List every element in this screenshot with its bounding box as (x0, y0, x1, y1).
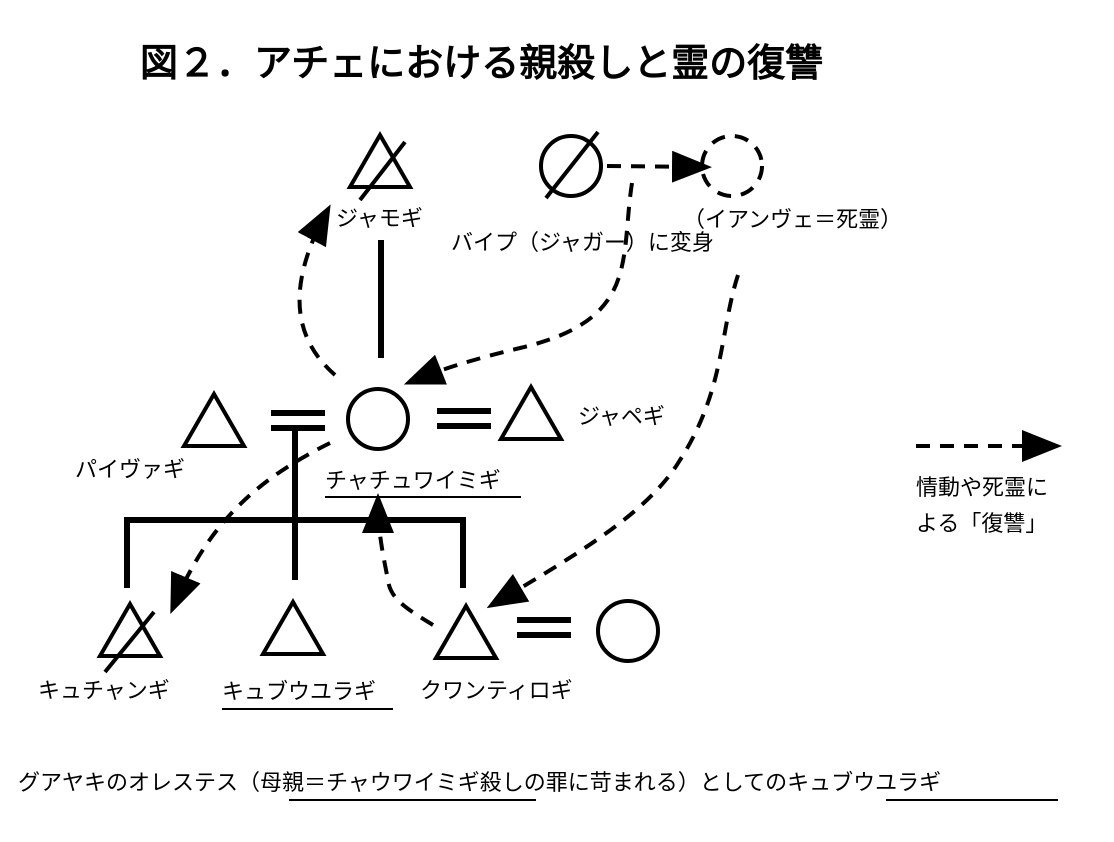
jyapegi-symbol (497, 382, 565, 441)
chachuwaimigi-symbol (346, 387, 410, 451)
kuwantirogi-symbol (432, 601, 500, 660)
paivuagi-symbol (180, 389, 248, 448)
ianvue-symbol (700, 134, 764, 198)
kyubuuyuragi-label: キュブウユラギ (222, 680, 376, 705)
baipu-label: バイプ（ジャガー）に変身 (451, 231, 714, 256)
caption-part3: 殺しの罪に苛まれる）としての (480, 771, 787, 796)
legend-line1: 情動や死霊に (916, 476, 1048, 501)
ianvue-label: （イアンヴェ＝死霊） (683, 208, 902, 233)
legend: 情動や死霊に よる「復讐」 (916, 430, 1062, 537)
jyamogi-label: ジャモギ (336, 207, 423, 232)
kyuchangi-symbol (96, 599, 164, 674)
revenge-arrow-to-jyamogi (297, 204, 337, 377)
marriage-sign-kuwantirogi (517, 617, 571, 638)
caption: グアヤキのオレステス（母親＝チャウワイミギ殺しの罪に苛まれる）としてのキュブウユ… (18, 771, 941, 796)
revenge-arrow-kuwan-to-line (362, 493, 435, 627)
wife-symbol (596, 599, 660, 663)
baipu-symbol (539, 130, 603, 200)
jyapegi-label: ジャペギ (578, 405, 665, 430)
caption-part4: キュブウユラギ (787, 771, 941, 796)
diagram-title: 図２．アチェにおける親殺しと霊の復讐 (140, 40, 823, 85)
caption-part2: 母親＝チャウワイミギ (260, 771, 480, 796)
revenge-arrow-baipu-to-chachu (403, 182, 634, 385)
chachuwaimigi-label: チャチュワイミギ (325, 469, 501, 494)
sibling-line (124, 430, 466, 588)
marriage-sign-paivuagi (271, 410, 325, 431)
legend-line2: よる「復讐」 (916, 512, 1047, 537)
revenge-arrow-chachu-to-kyuchan (170, 441, 331, 615)
kuwantirogi-label: クワンティロギ (420, 679, 573, 704)
revenge-arrow-ianvue-to-kuwan (486, 274, 740, 609)
revenge-arrow-to-ianvue (606, 150, 712, 183)
paivuagi-label: パイヴァギ (75, 458, 185, 483)
marriage-sign-jyapegi (437, 408, 491, 429)
jyamogi-symbol (346, 130, 414, 202)
caption-part1: グアヤキのオレステス（ (18, 771, 260, 796)
kyuchangi-label: キュチャンギ (38, 679, 170, 704)
kyubuuyuragi-symbol (259, 597, 327, 656)
